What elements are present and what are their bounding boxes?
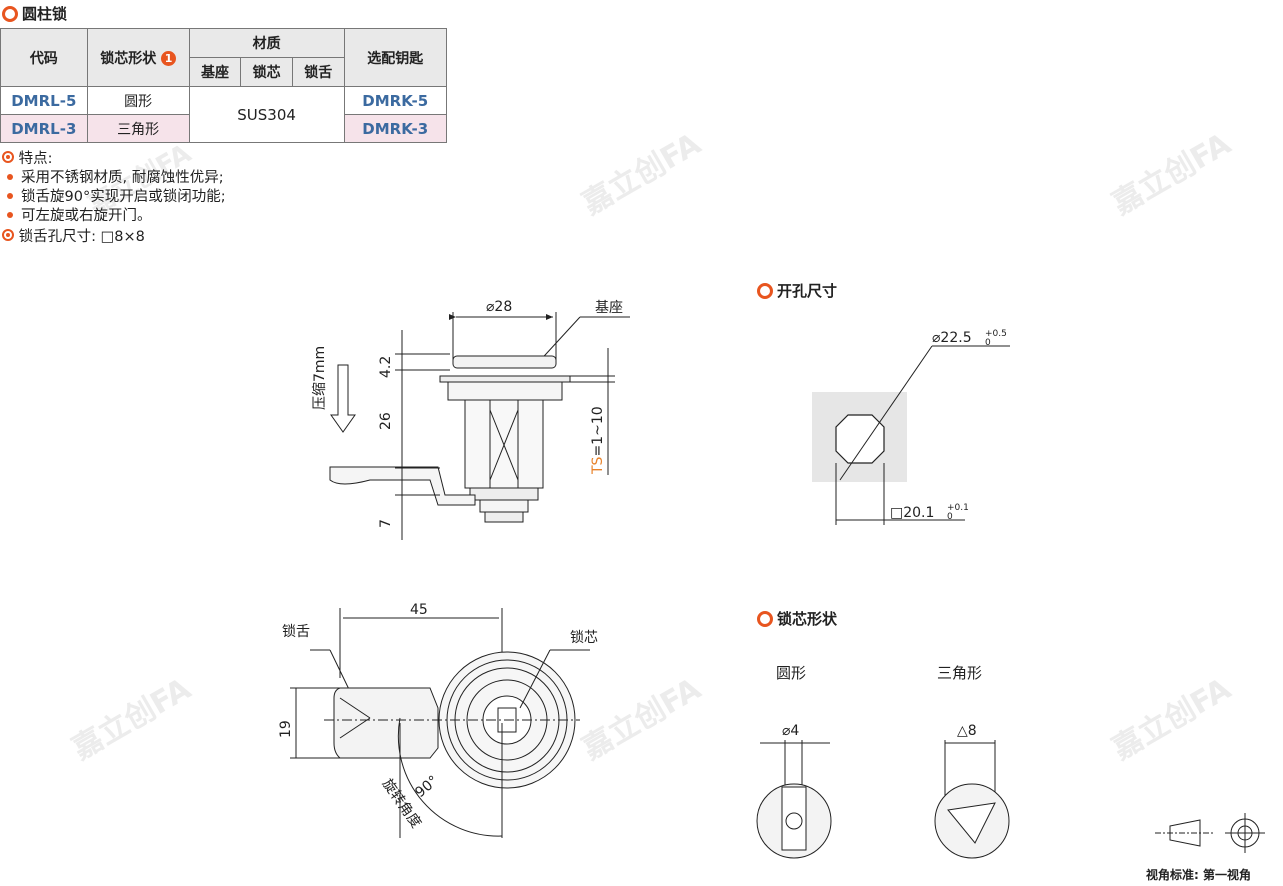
svg-text:26: 26: [378, 412, 394, 430]
circle-bullet-icon: [2, 5, 18, 22]
target-bullet-icon: [2, 151, 14, 163]
svg-text:⌀28: ⌀28: [486, 299, 512, 315]
cutout-title: 开孔尺寸: [757, 280, 837, 301]
col-material-header: 材质: [188, 28, 345, 58]
col-tongue-header: 锁舌: [291, 57, 345, 87]
target-bullet-icon: [2, 229, 14, 241]
front-view-drawing: 45 19 锁舌 锁芯 90° 旋转角度: [278, 602, 598, 838]
svg-text:7: 7: [378, 519, 394, 528]
row-key: DMRK-5: [343, 86, 448, 115]
svg-text:锁芯: 锁芯: [570, 630, 598, 646]
dot-bullet-icon: [7, 174, 13, 180]
hole-size-row: 锁舌孔尺寸: □8×8: [2, 228, 226, 247]
feature-item: 可左旋或右旋开门。: [2, 207, 226, 226]
svg-text:+0.5: +0.5: [985, 329, 1007, 339]
row-shape: 三角形: [86, 114, 190, 143]
svg-text:0: 0: [985, 338, 991, 348]
svg-text:嘉立创FA: 嘉立创FA: [1107, 671, 1238, 767]
projection-symbol-icon: [1155, 813, 1265, 853]
col-shape-header: 锁芯形状 1: [86, 28, 190, 87]
side-view-drawing: ⌀28 基座 压缩7mm 4.2 26 7 TS=1~10: [312, 299, 630, 540]
svg-text:45: 45: [410, 602, 428, 618]
features-title-row: 特点:: [2, 150, 226, 169]
page-title: 圆柱锁: [2, 3, 67, 24]
row-code: DMRL-5: [0, 86, 88, 115]
row-code: DMRL-3: [0, 114, 88, 143]
watermark-6: 嘉立创FA: [1107, 671, 1238, 767]
svg-text:⌀4: ⌀4: [782, 723, 799, 739]
svg-text:基座: 基座: [595, 299, 623, 316]
circle-bullet-icon: [757, 282, 773, 299]
dot-bullet-icon: [7, 212, 13, 218]
feature-item: 锁舌旋90°实现开启或锁闭功能;: [2, 188, 226, 207]
svg-text:19: 19: [278, 720, 294, 738]
row-shape: 圆形: [86, 86, 190, 115]
features-section: 特点: 采用不锈钢材质, 耐腐蚀性优异; 锁舌旋90°实现开启或锁闭功能; 可左…: [2, 150, 226, 247]
cutout-drawing: ⌀22.5 +0.5 0 □20.1 +0.1 0: [812, 329, 1010, 525]
svg-text:□20.1: □20.1: [890, 505, 934, 521]
col-base-header: 基座: [188, 57, 242, 87]
table-row: DMRL-3 三角形 DMRK-3: [0, 114, 448, 143]
dot-bullet-icon: [7, 193, 13, 199]
svg-text:4.2: 4.2: [378, 356, 394, 378]
core-shape-drawing: ⌀4 △8: [756, 723, 1010, 859]
row-key: DMRK-3: [343, 114, 448, 143]
watermark-3: 嘉立创FA: [1107, 126, 1238, 222]
svg-text:嘉立创FA: 嘉立创FA: [67, 671, 198, 767]
svg-text:嘉立创FA: 嘉立创FA: [1107, 126, 1238, 222]
svg-text:+0.1: +0.1: [947, 503, 969, 513]
round-label: 圆形: [776, 664, 807, 682]
table-row: DMRL-5 圆形 SUS304 DMRK-5: [0, 86, 448, 143]
svg-text:△8: △8: [957, 723, 977, 739]
triangle-label: 三角形: [937, 664, 983, 682]
col-key-header: 选配钥匙: [343, 28, 448, 87]
material-value: SUS304: [188, 86, 345, 143]
note-1-badge: 1: [161, 51, 177, 66]
core-shape-title: 锁芯形状: [757, 608, 837, 629]
svg-text:嘉立创FA: 嘉立创FA: [577, 126, 708, 222]
svg-text:压缩7mm: 压缩7mm: [312, 346, 328, 410]
svg-text:TS=1~10: TS=1~10: [590, 406, 606, 475]
spec-table: 代码 锁芯形状 1 材质 选配钥匙 基座 锁芯 锁舌 DMRL-5 圆形 SUS…: [0, 28, 448, 143]
svg-text:⌀22.5: ⌀22.5: [932, 330, 972, 346]
svg-text:锁舌: 锁舌: [282, 624, 310, 640]
watermark-2: 嘉立创FA: [577, 126, 708, 222]
col-core-header: 锁芯: [240, 57, 293, 87]
circle-bullet-icon: [757, 610, 773, 627]
svg-text:0: 0: [947, 512, 953, 522]
col-code-header: 代码: [0, 28, 88, 87]
watermark-4: 嘉立创FA: [67, 671, 198, 767]
svg-text:90°: 90°: [412, 773, 441, 801]
feature-item: 采用不锈钢材质, 耐腐蚀性优异;: [2, 169, 226, 188]
projection-label: 视角标准: 第一视角: [1146, 868, 1251, 882]
